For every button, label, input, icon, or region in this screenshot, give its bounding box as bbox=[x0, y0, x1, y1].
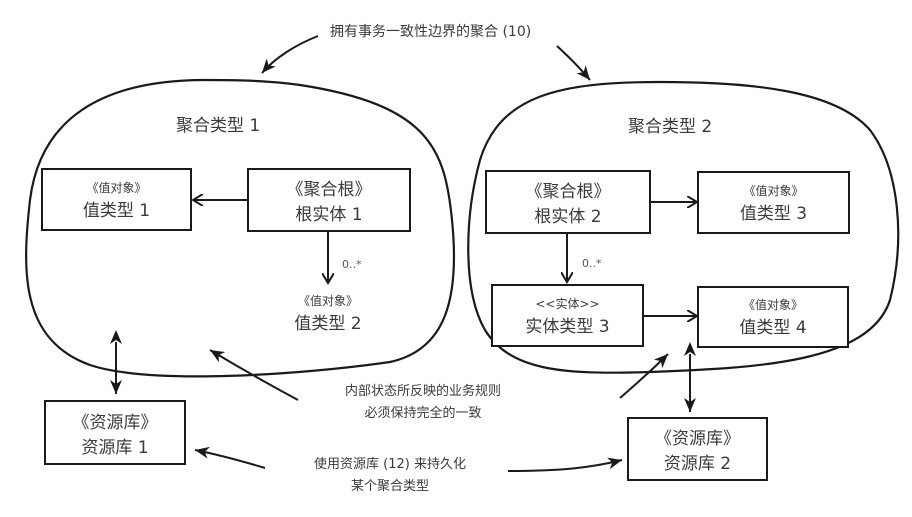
top-note-arrow-left bbox=[261, 35, 319, 74]
root-entity2-name: 根实体 2 bbox=[534, 207, 602, 227]
top-annotation: 拥有事务一致性边界的聚合 (10) bbox=[330, 24, 532, 40]
aggregate2-boundary bbox=[467, 80, 900, 374]
value-type3-name: 值类型 3 bbox=[739, 203, 808, 224]
aggregate2-multiplicity: 0..* bbox=[582, 257, 602, 270]
consistency-arrow-right bbox=[619, 353, 669, 399]
value-type1-name: 值类型 1 bbox=[82, 200, 151, 221]
root-entity2-stereotype: 《聚合根》 bbox=[525, 182, 611, 202]
consistency-line2: 必须保持完全的一致 bbox=[364, 406, 482, 422]
value-type2-stereotype: 《值对象》 bbox=[297, 294, 358, 308]
root-entity1-stereotype: 《聚合根》 bbox=[286, 180, 372, 200]
repository-line1: 使用资源库 (12) 来持久化 bbox=[314, 457, 466, 472]
entity-type3-box[interactable]: <<实体>> 实体类型 3 bbox=[491, 284, 644, 347]
root-entity2-box[interactable]: 《聚合根》 根实体 2 bbox=[485, 170, 651, 234]
repository-line2: 某个聚合类型 bbox=[350, 479, 429, 495]
root-entity1-name: 根实体 1 bbox=[295, 205, 363, 225]
top-note-arrow-right bbox=[556, 45, 591, 81]
consistency-arrow-left bbox=[209, 349, 299, 401]
value-type2[interactable]: 《值对象》 值类型 2 bbox=[270, 292, 386, 334]
consistency-annotation: 内部状态所反映的业务规则 必须保持完全的一致 bbox=[310, 384, 536, 423]
repository2-box[interactable]: 《资源库》 资源库 2 bbox=[627, 417, 768, 481]
value-type4-name: 值类型 4 bbox=[739, 318, 807, 338]
value-type4-stereotype: 《值对象》 bbox=[742, 298, 803, 312]
value-type4-box[interactable]: 《值对象》 值类型 4 bbox=[697, 286, 849, 348]
repository1-stereotype: 《资源库》 bbox=[72, 412, 158, 433]
value-type3-box[interactable]: 《值对象》 值类型 3 bbox=[697, 171, 850, 234]
consistency-line1: 内部状态所反映的业务规则 bbox=[344, 384, 501, 399]
aggregate1-title: 聚合类型 1 bbox=[176, 116, 261, 136]
repository1-name: 资源库 1 bbox=[81, 437, 149, 458]
root-entity1-box[interactable]: 《聚合根》 根实体 1 bbox=[247, 168, 411, 232]
aggregate2-title: 聚合类型 2 bbox=[628, 117, 713, 137]
value-type3-stereotype: 《值对象》 bbox=[743, 183, 804, 198]
repository2-name: 资源库 2 bbox=[663, 454, 732, 474]
entity-type3-stereotype: <<实体>> bbox=[535, 296, 600, 311]
repository1-box[interactable]: 《资源库》 资源库 1 bbox=[44, 400, 186, 465]
repository2-stereotype: 《资源库》 bbox=[655, 429, 740, 449]
aggregate1-boundary bbox=[25, 78, 456, 378]
entity-type3-name: 实体类型 3 bbox=[525, 316, 610, 337]
value-type2-name: 值类型 2 bbox=[294, 314, 362, 334]
repository-arrow-left bbox=[194, 446, 266, 469]
aggregate1-multiplicity: 0..* bbox=[342, 258, 362, 271]
value-type1-stereotype: 《值对象》 bbox=[86, 180, 147, 195]
value-type1-box[interactable]: 《值对象》 值类型 1 bbox=[41, 168, 192, 231]
repository-arrow-right bbox=[507, 457, 623, 472]
repository-annotation: 使用资源库 (12) 来持久化 某个聚合类型 bbox=[290, 457, 490, 496]
